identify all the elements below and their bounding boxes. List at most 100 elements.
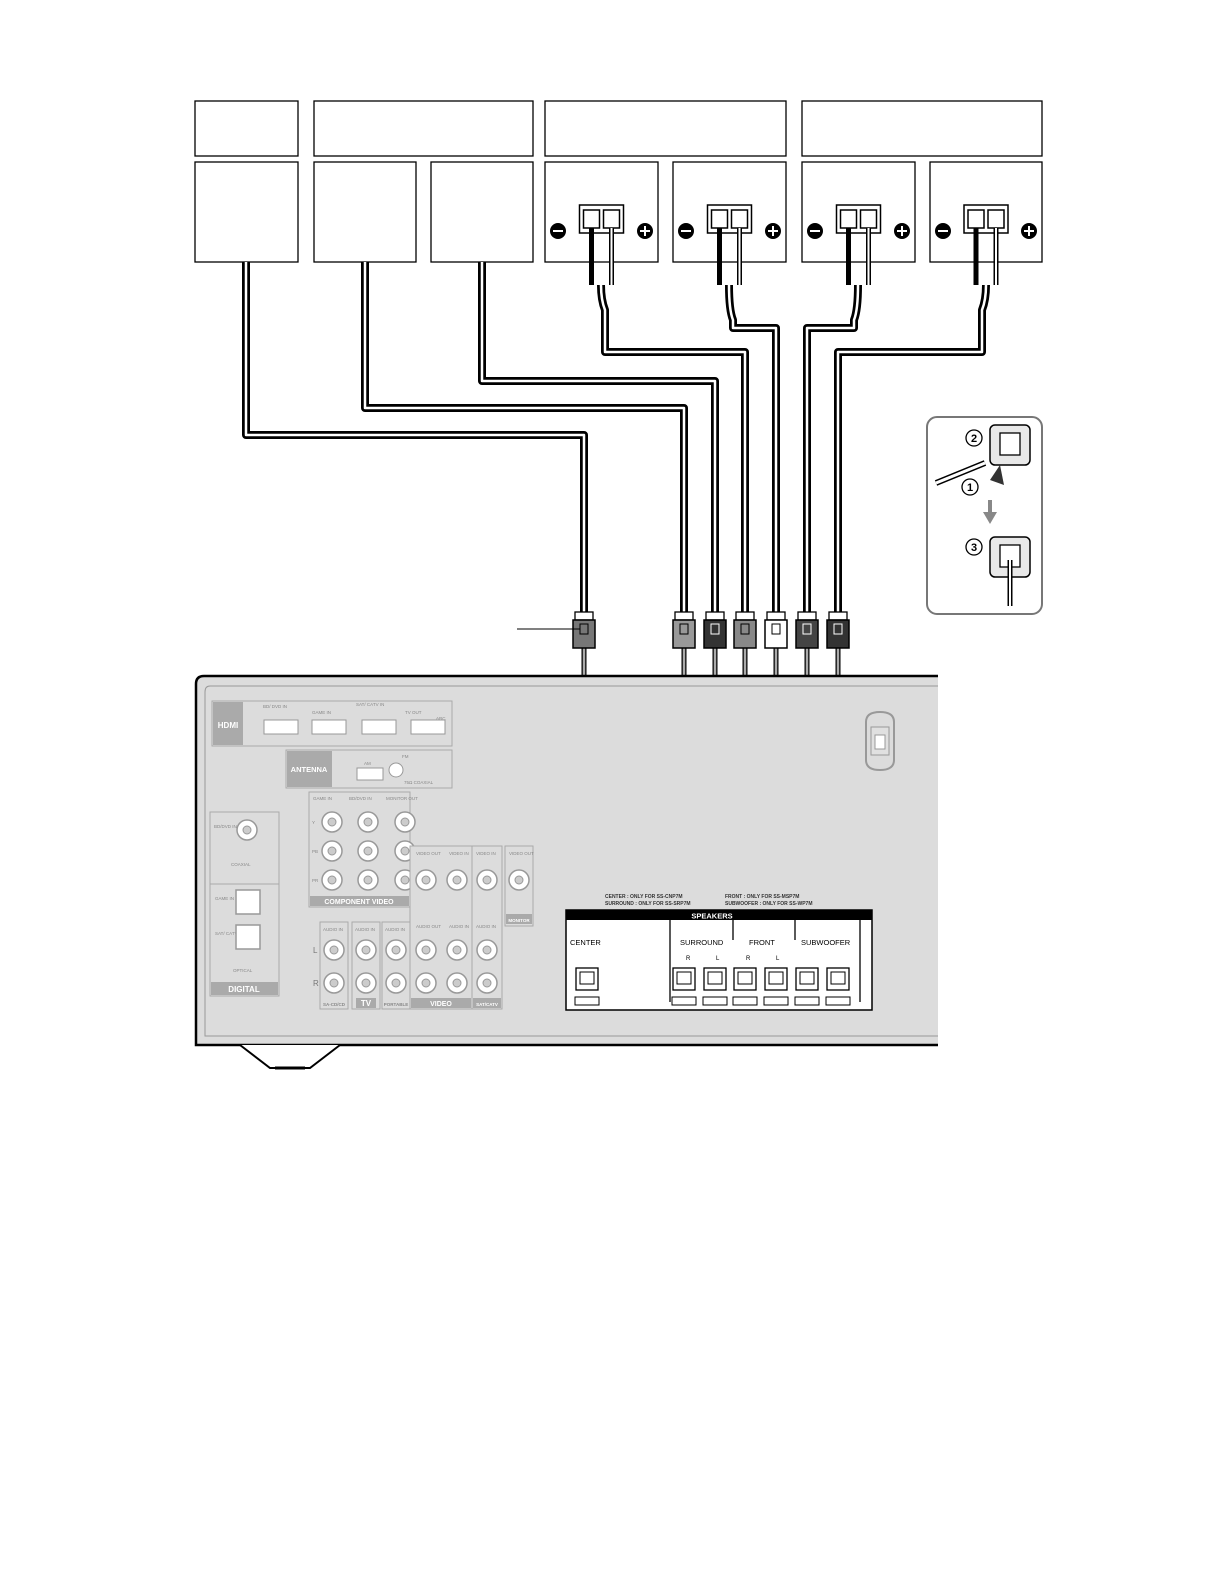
sat-catv-section: SAT/CATV VIDEO IN AUDIO IN (471, 845, 503, 1010)
group-label-center: CENTER (570, 938, 601, 947)
audio-group-label: PORTABLE (384, 1002, 408, 1007)
cable-front-r-outer (597, 284, 749, 618)
digital-section: BD/DVD IN COAXIAL GAME IN SAT/ CATV IN O… (209, 811, 280, 997)
receiver-rear-panel: HDMI BD/ DVD IN GAME IN SAT/ CATV IN TV … (194, 674, 938, 1070)
satcatv-jack-center (482, 978, 492, 988)
cable-surround-l (478, 262, 719, 618)
audio-group-top-label: AUDIO IN (323, 927, 343, 932)
plug-front-r-latch (740, 623, 750, 635)
speakers-title: SPEAKERS (691, 912, 732, 921)
svg-text:AM: AM (364, 761, 371, 766)
svg-text:BD/DVD IN: BD/DVD IN (214, 824, 237, 829)
svg-text:3: 3 (971, 542, 977, 554)
fm-terminal[interactable] (388, 762, 404, 778)
plug-surround-l-latch (710, 623, 720, 635)
optical-jack-2[interactable] (235, 924, 261, 950)
audio-jack-r-center (361, 978, 371, 988)
svg-text:VIDEO IN: VIDEO IN (449, 851, 469, 856)
speaker-socket-tag (574, 996, 600, 1006)
cable-subwoofer-2 (834, 284, 990, 618)
hdmi-port-tv-out[interactable]: TV OUT ARC (405, 710, 446, 735)
header-box-front (544, 100, 787, 157)
svg-text:VIDEO OUT: VIDEO OUT (509, 851, 534, 856)
speaker-note-surround: SURROUND : ONLY FOR SS-SRP7M (605, 901, 691, 907)
plug-surround-r-latch (679, 623, 689, 635)
speaker-cables (242, 262, 990, 618)
svg-text:1: 1 (967, 482, 973, 494)
inset-step-2: 2 (965, 429, 983, 447)
svg-text:BD/ DVD IN: BD/ DVD IN (263, 704, 287, 709)
plug-surround-r-top (674, 611, 694, 621)
terminal-block-4 (935, 204, 1037, 285)
audio-group-label: SA-CD/CD (323, 1002, 346, 1007)
speaker-socket-tag (825, 996, 851, 1006)
terminal-block-2 (678, 204, 781, 285)
speaker-note-front: FRONT : ONLY FOR SS-MSP7M (725, 894, 799, 900)
speaker-socket-tag (702, 996, 728, 1006)
svg-text:75Ω COAXIAL: 75Ω COAXIAL (404, 780, 434, 785)
cv-jack-center (363, 817, 373, 827)
speaker-socket-inner (579, 971, 595, 985)
terminal-minus-lever (967, 209, 985, 229)
cv-row-label: PB (312, 849, 318, 854)
cable-subwoofer-1-outer (803, 284, 862, 618)
group-label-subwoofer: SUBWOOFER (801, 938, 851, 947)
svg-text:SAT/ CATV IN: SAT/ CATV IN (215, 931, 243, 936)
video-jack-center (452, 978, 462, 988)
cv-jack-center (327, 817, 337, 827)
speaker-note-subwoofer: SUBWOOFER : ONLY FOR SS-WP7M (725, 901, 813, 907)
svg-text:SAT/CATV: SAT/CATV (476, 1002, 498, 1007)
svg-text:R: R (746, 956, 751, 962)
plug-center-top (574, 611, 594, 621)
audio-jack-l-center (391, 945, 401, 955)
group-label-surround: SURROUND (680, 938, 724, 947)
terminal-minus-lever (582, 209, 601, 229)
antenna-label: ANTENNA (291, 765, 328, 774)
plug-front-r-top (735, 611, 755, 621)
svg-text:VIDEO IN: VIDEO IN (476, 851, 496, 856)
terminal-block-1 (550, 204, 653, 285)
svg-text:L: L (776, 956, 780, 962)
plug-front-l-top (766, 611, 786, 621)
svg-text:GAME IN: GAME IN (312, 710, 331, 715)
terminal-plus-lever (602, 209, 621, 229)
inset-step-1: 1 (961, 478, 979, 496)
svg-text:R: R (686, 956, 691, 962)
group-label-front: FRONT (749, 938, 775, 947)
cv-row-label: Y (312, 820, 315, 825)
audio-jack-l-center (361, 945, 371, 955)
cable-surround-r-stripe (363, 262, 686, 618)
video-jack-center (452, 875, 462, 885)
hdmi-port-3[interactable]: SAT/ CATV IN (356, 702, 397, 735)
svg-text:GAME IN: GAME IN (215, 896, 234, 901)
video-section: VIDEO VIDEO OUT VIDEO IN AUDIO OUT AUDIO… (409, 845, 473, 1010)
video-jack-center (421, 945, 431, 955)
header-box-surround (313, 100, 534, 157)
cable-subwoofer-1-stripe (805, 284, 860, 618)
cable-front-l-stripe (727, 284, 778, 618)
terminal-minus-lever (710, 209, 729, 229)
optical-jack-1[interactable] (235, 889, 261, 915)
speaker-socket-tag (671, 996, 697, 1006)
svg-text:MONITOR: MONITOR (508, 918, 530, 923)
plug-subwoofer-1-latch (802, 623, 812, 635)
cable-front-l (725, 284, 780, 618)
hdmi-port-1[interactable]: BD/ DVD IN (263, 704, 299, 735)
audio-group-box (381, 921, 411, 1010)
hdmi-port-2[interactable]: GAME IN (311, 710, 347, 735)
audio-jack-l-center (329, 945, 339, 955)
inset-terminal-lever (999, 432, 1021, 456)
video-jack-center (421, 875, 431, 885)
cv-row-label: PR (312, 878, 319, 883)
video-jack-center (452, 945, 462, 955)
cv-jack-center (363, 875, 373, 885)
cv-jack-center (363, 846, 373, 856)
header-box-subwoofer (801, 100, 1043, 157)
speakers-panel: SPEAKERS CENTER SURROUND FRONT SUBWOOFER… (565, 909, 873, 1011)
terminal-plus-lever (987, 209, 1005, 229)
plug-subwoofer-2-latch (833, 623, 843, 635)
cable-surround-l-stripe (480, 262, 717, 618)
component-video-label: COMPONENT VIDEO (324, 899, 394, 906)
speaker-socket-inner (707, 971, 723, 985)
am-terminal[interactable] (356, 767, 384, 781)
